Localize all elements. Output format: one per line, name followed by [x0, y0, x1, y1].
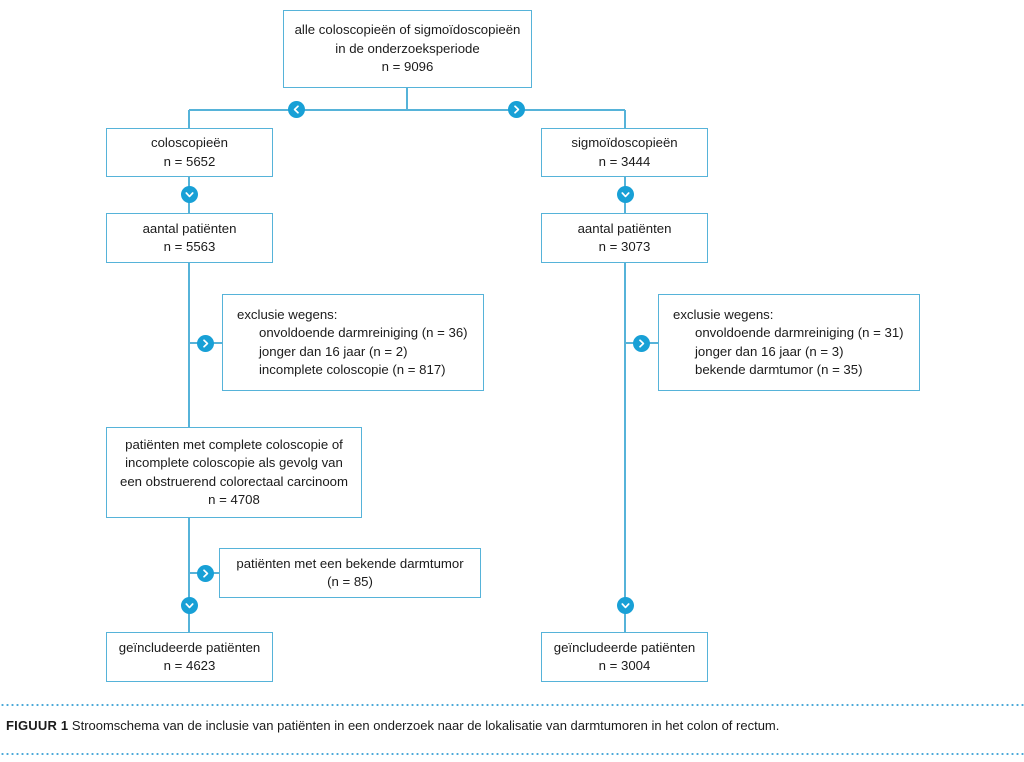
node-complete-colonoscopy-line-1: patiënten met complete coloscopie of: [125, 436, 343, 452]
node-known-tumor-line-2: (n = 85): [327, 574, 373, 589]
node-patients-right: aantal patiënten n = 3073: [541, 213, 708, 263]
node-exclusion-right-item-2: jonger dan 16 jaar (n = 3): [695, 343, 844, 359]
node-complete-colonoscopy: patiënten met complete coloscopie of inc…: [106, 427, 362, 518]
node-known-tumor: patiënten met een bekende darmtumor (n =…: [219, 548, 481, 598]
flowchart-connector-lines: [188, 88, 658, 632]
chevron-down-icon: [181, 597, 198, 614]
caption-rule-top: [0, 704, 1024, 706]
node-colonoscopies-line-1: coloscopieën: [151, 135, 228, 150]
chevron-down-icon: [617, 597, 634, 614]
node-total-line-1: alle coloscopieën of sigmoïdoscopieën: [294, 22, 521, 38]
figure-caption-zone: FIGUUR 1 Stroomschema van de inclusie va…: [0, 700, 1024, 762]
node-complete-colonoscopy-line-4: n = 4708: [208, 492, 260, 507]
chevron-down-icon: [617, 186, 634, 203]
node-total-procedures: alle coloscopieën of sigmoïdoscopieën in…: [283, 10, 532, 88]
node-complete-colonoscopy-line-3: een obstruerend colorectaal carcinoom: [120, 473, 348, 489]
figure-caption-text: Stroomschema van de inclusie van patiënt…: [71, 718, 780, 733]
node-included-left: geïncludeerde patiënten n = 4623: [106, 632, 273, 682]
flowchart-diagram: alle coloscopieën of sigmoïdoscopieën in…: [106, 10, 920, 682]
caption-rule-bottom: [0, 753, 1024, 755]
node-sigmoidoscopies: sigmoïdoscopieën n = 3444: [541, 128, 708, 177]
chevron-left-icon: [288, 101, 305, 118]
node-patients-right-line-1: aantal patiënten: [577, 220, 672, 236]
node-total-line-2: in de onderzoeksperiode: [335, 40, 480, 56]
node-patients-left-line-1: aantal patiënten: [142, 220, 237, 236]
chevron-down-icon: [181, 186, 198, 203]
node-exclusion-left-item-3: incomplete coloscopie (n = 817): [259, 362, 446, 377]
node-patients-left: aantal patiënten n = 5563: [106, 213, 273, 263]
node-complete-colonoscopy-line-2: incomplete coloscopie als gevolg van: [125, 455, 343, 470]
node-exclusion-left-item-2: jonger dan 16 jaar (n = 2): [259, 343, 408, 359]
chevron-right-icon: [508, 101, 525, 118]
node-exclusion-left-item-1: onvoldoende darmreiniging (n = 36): [259, 325, 468, 340]
node-sigmoidoscopies-line-1: sigmoïdoscopieën: [571, 135, 678, 150]
node-colonoscopies: coloscopieën n = 5652: [106, 128, 273, 177]
node-exclusion-right-item-1: onvoldoende darmreiniging (n = 31): [695, 325, 904, 340]
node-included-right-line-2: n = 3004: [598, 658, 651, 673]
node-exclusion-left-heading: exclusie wegens:: [237, 306, 338, 322]
chevron-right-icon: [633, 335, 650, 352]
node-included-right: geïncludeerde patiënten n = 3004: [541, 632, 708, 682]
node-included-left-line-1: geïncludeerde patiënten: [118, 639, 261, 655]
node-patients-left-line-2: n = 5563: [163, 239, 216, 254]
figure-label: FIGUUR 1: [6, 718, 69, 733]
node-exclusion-right-item-3: bekende darmtumor (n = 35): [695, 362, 863, 377]
chevron-right-icon: [197, 565, 214, 582]
node-exclusion-left: exclusie wegens: onvoldoende darmreinigi…: [222, 294, 484, 391]
node-included-left-line-2: n = 4623: [163, 658, 216, 673]
node-total-line-3: n = 9096: [381, 59, 434, 75]
node-exclusion-right: exclusie wegens: onvoldoende darmreinigi…: [658, 294, 920, 391]
node-colonoscopies-line-2: n = 5652: [163, 153, 216, 169]
figure-caption: FIGUUR 1 Stroomschema van de inclusie va…: [6, 716, 1016, 736]
chevron-right-icon: [197, 335, 214, 352]
node-known-tumor-line-1: patiënten met een bekende darmtumor: [236, 555, 464, 571]
node-patients-right-line-2: n = 3073: [598, 239, 651, 254]
node-sigmoidoscopies-line-2: n = 3444: [598, 153, 651, 169]
node-included-right-line-1: geïncludeerde patiënten: [553, 639, 696, 655]
node-exclusion-right-heading: exclusie wegens:: [673, 306, 774, 322]
